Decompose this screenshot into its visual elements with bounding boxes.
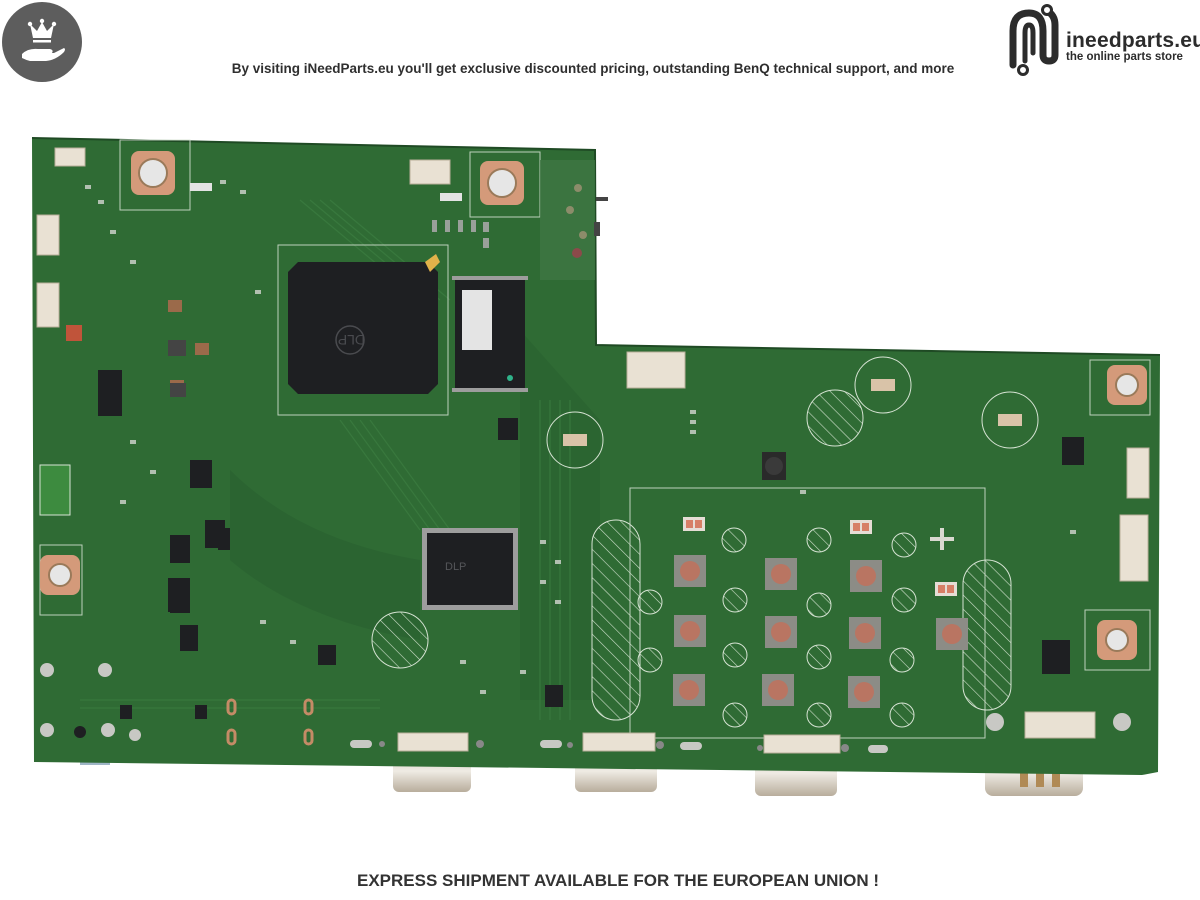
white-connectors — [36, 147, 1150, 739]
circuit-n-icon — [1003, 3, 1067, 77]
hatched-keepouts — [371, 389, 1012, 728]
tactile-switches — [673, 555, 968, 708]
brand-subtitle: the online parts store — [1066, 51, 1183, 63]
memory-chip — [452, 276, 528, 392]
crown-hand-icon — [22, 18, 65, 61]
crown-hand-badge — [2, 2, 82, 82]
promo-tagline-text: By visiting iNeedParts.eu you'll get exc… — [231, 61, 955, 76]
vga-headers — [397, 732, 841, 754]
projector-main-board: DLP DLP — [31, 137, 1161, 796]
svg-text:DLP: DLP — [445, 561, 466, 573]
dlp-qfp-chip: DLP — [422, 528, 518, 610]
mounting-pads — [40, 151, 1147, 660]
brand-name: ineedparts.eu — [1066, 29, 1200, 52]
solder-area — [540, 160, 608, 280]
spring-contacts — [563, 379, 1022, 446]
leds — [683, 517, 957, 596]
dlp-main-chip: DLP — [288, 254, 440, 394]
shipping-banner: EXPRESS SHIPMENT AVAILABLE FOR THE EUROP… — [0, 871, 1200, 891]
inductors — [168, 340, 186, 397]
promo-tagline: By visiting iNeedParts.eu you'll get exc… — [0, 61, 1200, 76]
shipping-banner-text: EXPRESS SHIPMENT AVAILABLE FOR THE EUROP… — [356, 871, 879, 890]
svg-text:DLP: DLP — [338, 332, 365, 348]
